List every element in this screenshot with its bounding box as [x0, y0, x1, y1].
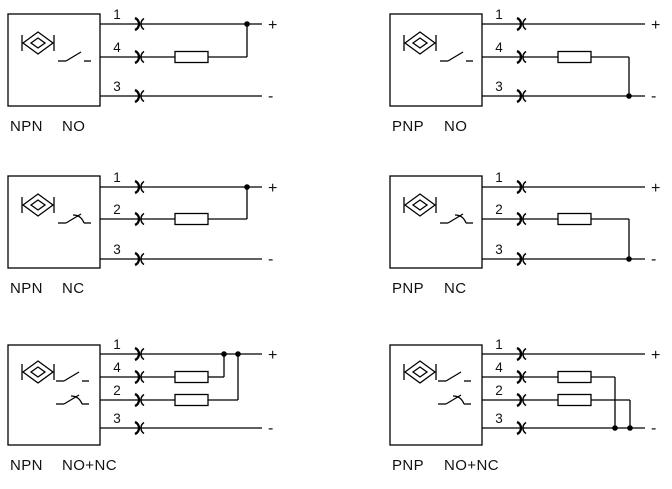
wires [482, 353, 645, 429]
pin-label: 3 [495, 242, 503, 257]
diagram-caption-type: PNP [392, 280, 424, 297]
no-switch-icon [437, 371, 472, 382]
diagram-caption-type: PNP [392, 118, 424, 135]
no-switch-icon [439, 51, 474, 62]
minus-terminal-label: - [651, 251, 656, 268]
diagram-npn-nc: 1 2 3 + - NPN NC [7, 170, 277, 297]
pin-label: 4 [113, 40, 121, 55]
pin-label: 2 [113, 202, 121, 217]
diagram-npn-nonc: 1 4 2 3 + - NPN NO+NC [7, 337, 277, 474]
pin-label: 4 [113, 360, 121, 375]
plus-terminal-label: + [268, 180, 277, 197]
diagram-caption-mode: NC [62, 280, 84, 297]
pin-label: 4 [495, 360, 503, 375]
wires [482, 186, 645, 260]
wires [100, 186, 262, 260]
load-resistor [174, 212, 209, 226]
nc-switch-icon [55, 394, 90, 405]
pin-label: 3 [113, 79, 121, 94]
junction-dot [235, 351, 241, 357]
sensor-symbol-icon [403, 193, 437, 217]
plus-terminal-label: + [268, 17, 277, 34]
diagram-caption-type: NPN [10, 118, 43, 135]
plus-terminal-label: + [651, 180, 660, 197]
diagram-pnp-no: 1 4 3 + - PNP NO [389, 7, 660, 135]
minus-terminal-label: - [651, 420, 656, 437]
nc-switch-icon [437, 394, 472, 405]
diagram-caption-mode: NO [444, 118, 467, 135]
sensor-body [7, 344, 101, 446]
pin-label: 3 [113, 242, 121, 257]
pin-label: 1 [495, 7, 503, 22]
sensor-symbol-icon [21, 193, 55, 217]
minus-terminal-label: - [268, 420, 273, 437]
pin-label: 1 [113, 170, 121, 185]
junction-dot [244, 184, 250, 190]
load-resistor [174, 370, 209, 384]
sensor-body [389, 175, 483, 269]
minus-terminal-label: - [268, 251, 273, 268]
load-resistor [557, 50, 592, 64]
diagram-caption-type: NPN [10, 280, 43, 297]
pin-label: 1 [113, 337, 121, 352]
diagram-caption-mode: NO [62, 118, 85, 135]
junction-dot [627, 425, 633, 431]
load-resistor [174, 393, 209, 407]
load-resistor [557, 212, 592, 226]
junction-dot [221, 351, 227, 357]
wires [100, 353, 262, 429]
pin-label: 3 [495, 79, 503, 94]
pin-label: 2 [113, 383, 121, 398]
pin-label: 1 [495, 337, 503, 352]
diagram-caption-mode: NO+NC [444, 457, 499, 474]
diagram-caption-mode: NC [444, 280, 466, 297]
nc-switch-icon [57, 213, 92, 224]
load-resistor [557, 370, 592, 384]
sensor-body [389, 344, 483, 446]
nc-switch-icon [439, 213, 474, 224]
junction-dot [612, 425, 618, 431]
wires [100, 23, 262, 97]
plus-terminal-label: + [268, 347, 277, 364]
no-switch-icon [55, 371, 90, 382]
load-resistor [174, 50, 209, 64]
sensor-symbol-icon [403, 31, 437, 55]
pin-label: 2 [495, 202, 503, 217]
minus-terminal-label: - [651, 88, 656, 105]
junction-dot [626, 93, 632, 99]
diagram-caption-type: PNP [392, 457, 424, 474]
pin-label: 4 [495, 40, 503, 55]
plus-terminal-label: + [651, 17, 660, 34]
minus-terminal-label: - [268, 88, 273, 105]
no-switch-icon [57, 51, 92, 62]
junction-dot [626, 256, 632, 262]
pin-label: 1 [495, 170, 503, 185]
sensor-symbol-icon [21, 31, 55, 55]
sensor-symbol-icon [21, 360, 55, 384]
pin-label: 3 [113, 411, 121, 426]
pin-label: 2 [495, 383, 503, 398]
load-resistor [557, 393, 592, 407]
sensor-symbol-icon [403, 360, 437, 384]
pin-label: 3 [495, 411, 503, 426]
sensor-body [7, 13, 101, 107]
wires [482, 23, 645, 97]
diagram-npn-no: 1 4 3 + - NPN NO [7, 7, 277, 135]
sensor-body [389, 13, 483, 107]
sensor-body [7, 175, 101, 269]
diagram-pnp-nonc: 1 4 2 3 + - PNP NO+NC [389, 337, 660, 474]
junction-dot [244, 21, 250, 27]
diagram-pnp-nc: 1 2 3 + - PNP NC [389, 170, 660, 297]
diagram-caption-mode: NO+NC [62, 457, 117, 474]
plus-terminal-label: + [651, 347, 660, 364]
pin-label: 1 [113, 7, 121, 22]
diagram-caption-type: NPN [10, 457, 43, 474]
